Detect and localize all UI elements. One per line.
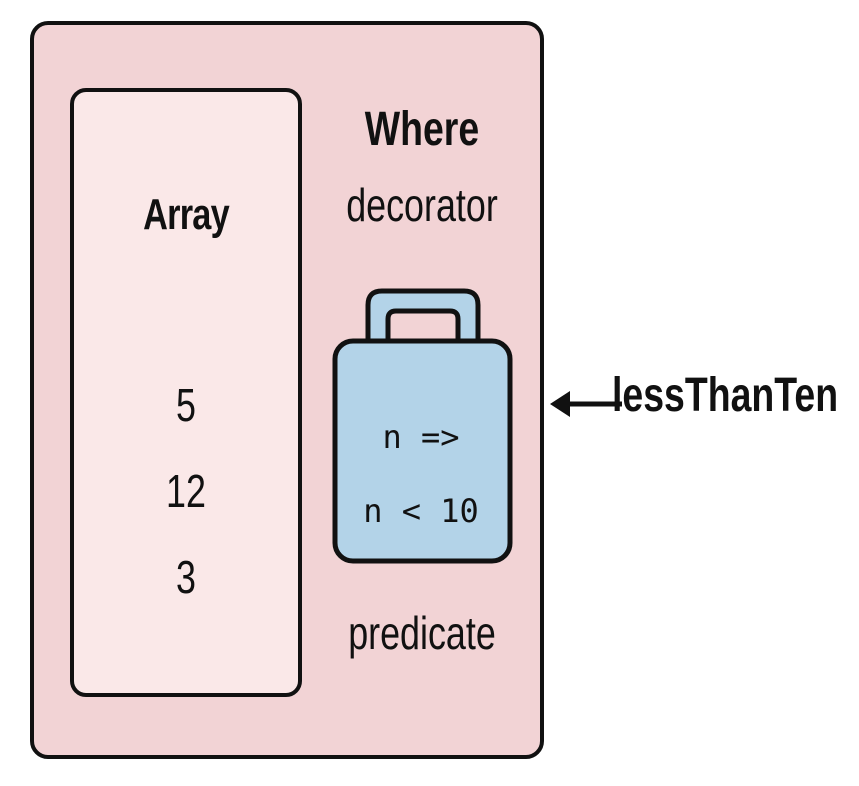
bag-icon: [332, 288, 513, 564]
array-values: 5 12 3: [96, 362, 277, 620]
array-box: [70, 88, 302, 697]
bag-body: [332, 338, 513, 564]
array-value: 3: [176, 551, 196, 603]
predicate-label: predicate: [348, 607, 496, 659]
predicate-code: n => n < 10: [336, 400, 506, 548]
array-value: 12: [166, 465, 206, 517]
less-than-ten-label: lessThanTen: [612, 369, 839, 422]
predicate-code-line: n =>: [382, 418, 460, 456]
where-title: Where: [364, 103, 480, 156]
where-subtitle: decorator: [346, 179, 498, 231]
predicate-code-line: n < 10: [363, 492, 479, 530]
array-value: 5: [176, 379, 196, 431]
arrow-left-icon: [550, 391, 622, 417]
array-title: Array: [143, 190, 230, 239]
